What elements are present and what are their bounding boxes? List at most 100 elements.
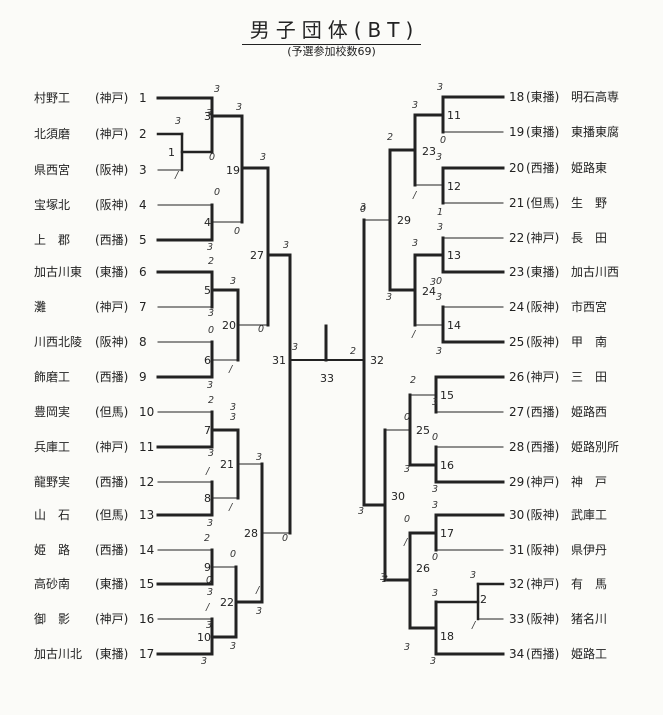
team-region: (阪神): [95, 198, 128, 212]
match-number: 9: [204, 561, 211, 574]
score: 3: [437, 222, 443, 233]
score: 0: [432, 552, 438, 563]
left-team-row: 灘(神戸)7: [34, 300, 147, 314]
team-seed: 6: [139, 265, 147, 279]
team-seed: 31: [509, 543, 524, 557]
score: 1: [437, 207, 443, 218]
left-team-row: 龍野実(西播)12: [34, 474, 154, 489]
match-number: 12: [447, 180, 461, 193]
team-name: 宝塚北: [34, 198, 70, 212]
team-seed: 24: [509, 300, 524, 314]
team-name: 龍野実: [34, 474, 70, 489]
team-seed: 23: [509, 265, 524, 279]
right-team-row: 24(阪神) 市西宮: [509, 299, 607, 314]
team-region: (阪神): [526, 335, 559, 349]
team-seed: 15: [139, 577, 154, 591]
team-seed: 17: [139, 647, 154, 661]
score: 3: [206, 108, 212, 119]
score: 3: [404, 642, 410, 653]
score: 3: [432, 397, 438, 408]
score: 3: [230, 402, 236, 413]
score: /: [412, 190, 418, 201]
right-team-row: 26(神戸)三 田: [509, 370, 607, 384]
team-name: 猪名川: [571, 611, 607, 626]
left-team-row: 加古川北(東播)17: [34, 646, 154, 661]
team-region: (神戸): [95, 300, 128, 314]
team-seed: 9: [139, 370, 147, 384]
team-name: 姫 路: [34, 542, 70, 557]
team-seed: 11: [139, 440, 154, 454]
team-seed: 12: [139, 475, 154, 489]
left-team-row: 兵庫工(神戸)11: [34, 440, 154, 454]
score: 2: [387, 132, 393, 143]
team-name: 県西宮: [34, 162, 70, 177]
score: 3: [256, 606, 262, 617]
team-name: 加古川東: [34, 264, 82, 279]
team-region: (神戸): [95, 127, 128, 141]
team-region: (西播): [95, 370, 128, 384]
page-title-text: 男子団体(BT): [241, 18, 422, 45]
team-name: 武庫工: [571, 508, 607, 522]
match-number: 5: [204, 284, 211, 297]
score: 0: [440, 135, 446, 146]
match-number: 29: [397, 214, 411, 227]
team-region: (阪神): [95, 163, 128, 177]
team-seed: 26: [509, 370, 524, 384]
team-seed: 19: [509, 125, 524, 139]
team-region: (神戸): [526, 475, 559, 489]
team-seed: 28: [509, 440, 524, 454]
team-region: (但馬): [95, 405, 128, 419]
team-region: (阪神): [526, 508, 559, 522]
score: 3: [230, 641, 236, 652]
team-name: 有 馬: [571, 577, 607, 591]
team-name: 県伊丹: [571, 543, 607, 557]
score: 0: [282, 533, 288, 544]
match-number: 21: [220, 458, 234, 471]
team-region: (西播): [95, 543, 128, 557]
right-team-row: 31(阪神)県伊丹: [509, 543, 607, 557]
team-name: 市西宮: [571, 299, 607, 314]
match-number: 7: [204, 424, 211, 437]
team-seed: 16: [139, 612, 154, 626]
score: 3: [432, 484, 438, 495]
right-team-row: 20(西播)姫路東: [509, 160, 607, 175]
team-name: 神 戸: [571, 475, 607, 489]
team-name: 姫路工: [571, 646, 607, 661]
match-number: 6: [204, 354, 211, 367]
score: 3: [230, 276, 236, 287]
match-number: 16: [440, 459, 454, 472]
team-region: (阪神): [526, 300, 559, 314]
score: 0: [432, 432, 438, 443]
team-name: 加古川西: [571, 264, 619, 279]
score: 3: [380, 572, 386, 583]
score: 0: [208, 325, 214, 336]
team-name: 村野工: [34, 91, 70, 105]
score: 3: [207, 518, 213, 529]
score: 3: [412, 100, 418, 111]
match-number: 14: [447, 319, 461, 332]
score: 3: [358, 506, 364, 517]
team-region: (東播): [526, 90, 559, 104]
team-seed: 30: [509, 508, 524, 522]
match-number: 10: [197, 631, 211, 644]
team-name: 姫路西: [571, 404, 607, 419]
score: 0: [436, 276, 442, 287]
right-team-row: 18(東播)明石高専: [509, 89, 619, 104]
team-region: (神戸): [95, 440, 128, 454]
team-name: 灘: [34, 300, 46, 314]
team-seed: 18: [509, 90, 524, 104]
score: 3: [283, 240, 289, 251]
match-number: 30: [391, 490, 405, 503]
match-number: 15: [440, 389, 454, 402]
team-seed: 22: [509, 231, 524, 245]
score: 3: [470, 570, 476, 581]
team-seed: 13: [139, 508, 154, 522]
score: 3: [208, 308, 214, 319]
score: 2: [350, 346, 356, 357]
right-team-row: 27(西播)姫路西: [509, 404, 607, 419]
match-number: 18: [440, 630, 454, 643]
team-name: 生 野: [571, 196, 607, 210]
score: 3: [292, 342, 298, 353]
match-number: 8: [204, 492, 211, 505]
right-team-row: 28(西播)姫路別所: [509, 439, 619, 454]
